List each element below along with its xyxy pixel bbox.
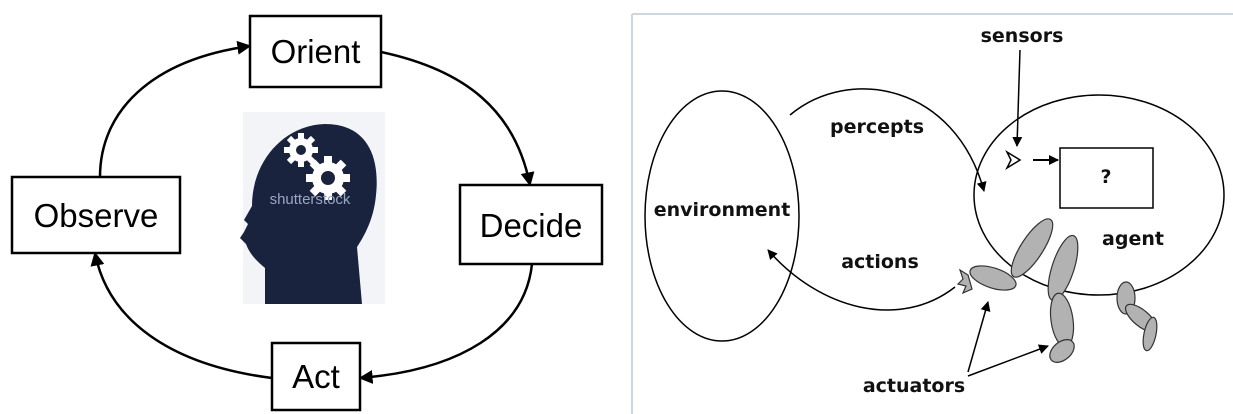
sensors-label: sensors [981, 25, 1064, 47]
actuators-pointer-leg [967, 344, 1049, 377]
agent-program-box [1059, 147, 1154, 209]
orient-label: Orient [271, 33, 361, 70]
actuators-pointer-arm [967, 301, 991, 373]
observe-node: Observe [10, 175, 182, 255]
decide-label: Decide [480, 207, 583, 244]
arrow-decide-to-act [358, 263, 534, 384]
percepts-arrow [789, 88, 987, 192]
environment-ellipse [644, 90, 800, 342]
actions-arrow [767, 249, 956, 311]
ooda-loop: Orient Observe Decide Act [10, 14, 604, 412]
act-label: Act [292, 358, 340, 395]
agent-environment-diagram: environment agent percepts actions senso… [631, 13, 1233, 414]
actuators-label: actuators [863, 375, 965, 397]
gear-icon [284, 133, 318, 167]
actions-label: actions [841, 251, 919, 273]
orient-node: Orient [248, 14, 383, 89]
agent-label: agent [1102, 228, 1164, 250]
leg-icon [956, 218, 1158, 363]
watermark: shutterstock [270, 191, 351, 208]
arrow-orient-to-decide [380, 50, 535, 187]
gear-icon [306, 156, 350, 200]
sensor-icon [1005, 149, 1022, 171]
act-node: Act [270, 341, 362, 412]
arrow-act-to-observe [90, 251, 273, 380]
environment-label: environment [654, 199, 791, 221]
observe-label: Observe [34, 197, 159, 234]
arrow-observe-to-orient [98, 40, 252, 178]
percepts-label: percepts [830, 116, 924, 138]
agent-ellipse [973, 94, 1225, 296]
agent-program-label: ? [1100, 166, 1111, 188]
decide-node: Decide [458, 183, 604, 266]
head-with-gears-icon: shutterstock [240, 112, 385, 304]
sensors-pointer [1012, 49, 1023, 147]
